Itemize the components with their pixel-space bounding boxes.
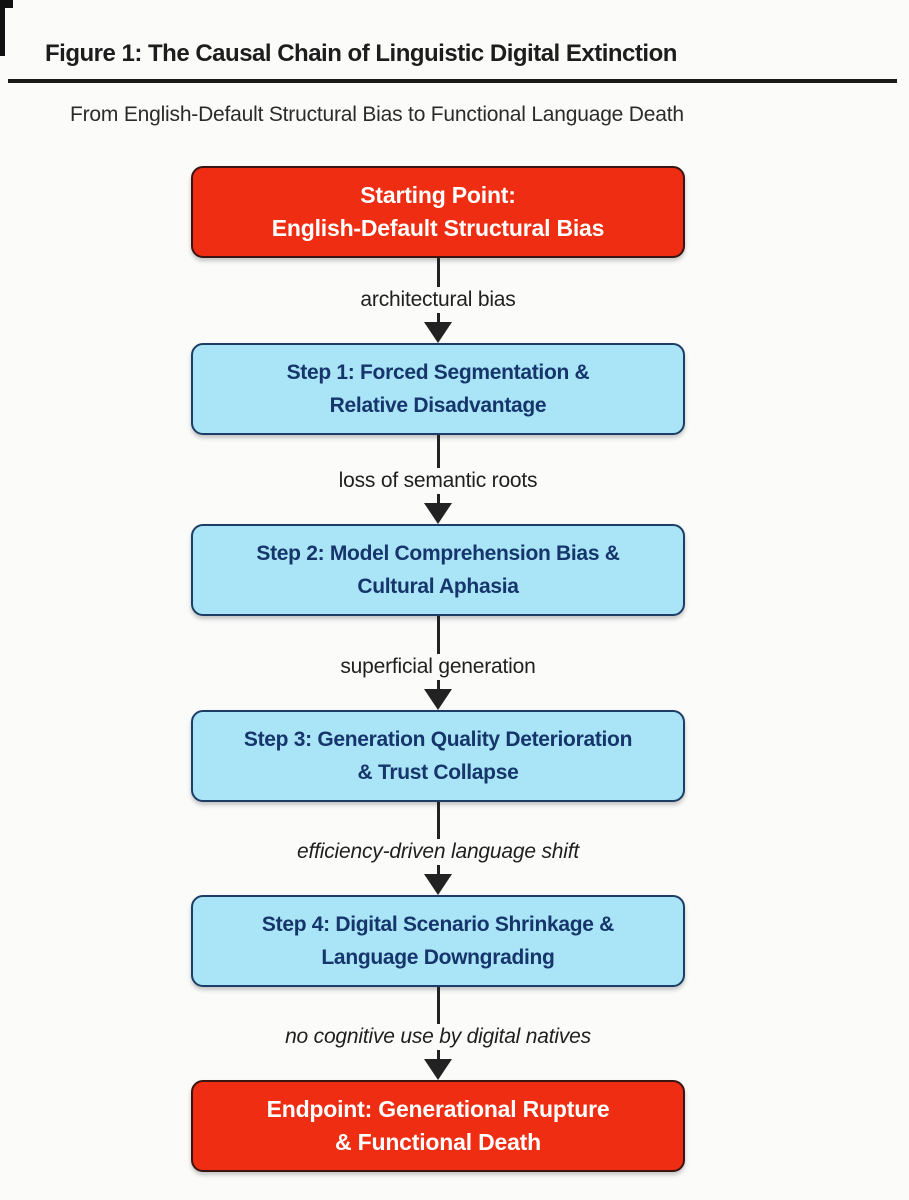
node-endpoint: Endpoint: Generational Rupture & Functio… xyxy=(191,1080,685,1172)
node-text-line: English-Default Structural Bias xyxy=(271,215,605,241)
arrow-line xyxy=(436,494,440,503)
arrowhead-icon xyxy=(424,874,452,895)
arrow-line xyxy=(436,435,440,468)
title-rule xyxy=(8,79,897,83)
arrowhead-icon xyxy=(424,1059,452,1080)
arrow-line xyxy=(436,987,440,1024)
figure-subtitle: From English-Default Structural Bias to … xyxy=(70,103,684,126)
arrow-line xyxy=(436,802,440,839)
flowchart: Starting Point: English-Default Structur… xyxy=(191,166,685,1172)
node-step-1: Step 1: Forced Segmentation & Relative D… xyxy=(191,343,685,435)
arrow-line xyxy=(436,680,440,689)
figure-title: Figure 1: The Causal Chain of Linguistic… xyxy=(45,40,677,67)
node-text-line: Step 2: Model Comprehension Bias & xyxy=(256,542,620,565)
edge-label: efficiency-driven language shift xyxy=(297,840,579,863)
node-text-line: Step 4: Digital Scenario Shrinkage & xyxy=(261,913,615,936)
scan-artifact-strip xyxy=(0,0,5,56)
connector-no-cognitive-use: no cognitive use by digital natives xyxy=(191,987,685,1080)
node-text-line: Relative Disadvantage xyxy=(329,394,547,417)
connector-superficial-generation: superficial generation xyxy=(191,616,685,710)
node-text-line: Step 3: Generation Quality Deterioration xyxy=(243,728,633,751)
arrowhead-icon xyxy=(424,503,452,524)
arrow-line xyxy=(436,258,440,287)
connector-architectural-bias: architectural bias xyxy=(191,258,685,343)
arrow-line xyxy=(436,616,440,654)
arrowhead-icon xyxy=(424,322,452,343)
edge-label: superficial generation xyxy=(340,655,536,678)
node-text-line: Endpoint: Generational Rupture xyxy=(266,1096,610,1122)
arrow-line xyxy=(436,865,440,874)
scan-artifact-corner xyxy=(0,0,13,8)
edge-label: no cognitive use by digital natives xyxy=(285,1025,591,1048)
arrow-line xyxy=(436,313,440,322)
connector-efficiency-driven-language-shift: efficiency-driven language shift xyxy=(191,802,685,895)
node-text-line: Step 1: Forced Segmentation & xyxy=(286,361,590,384)
node-text-line: Cultural Aphasia xyxy=(357,575,519,598)
node-step-4: Step 4: Digital Scenario Shrinkage & Lan… xyxy=(191,895,685,987)
arrow-line xyxy=(436,1050,440,1059)
node-text-line: & Trust Collapse xyxy=(357,761,519,784)
node-text-line: & Functional Death xyxy=(335,1129,541,1155)
edge-label: loss of semantic roots xyxy=(338,469,538,492)
node-step-2: Step 2: Model Comprehension Bias & Cultu… xyxy=(191,524,685,616)
node-text-line: Starting Point: xyxy=(360,182,516,208)
node-text-line: Language Downgrading xyxy=(321,946,555,969)
arrowhead-icon xyxy=(424,689,452,710)
node-starting-point: Starting Point: English-Default Structur… xyxy=(191,166,685,258)
edge-label: architectural bias xyxy=(360,288,516,311)
node-step-3: Step 3: Generation Quality Deterioration… xyxy=(191,710,685,802)
connector-loss-of-semantic-roots: loss of semantic roots xyxy=(191,435,685,524)
